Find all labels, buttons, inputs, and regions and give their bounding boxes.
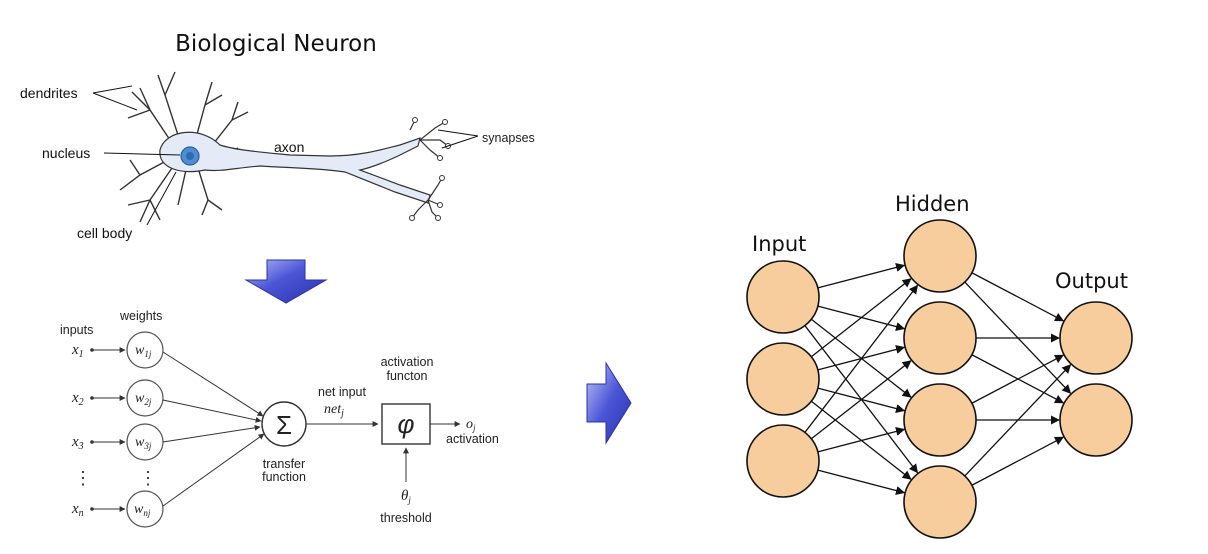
hidden-node-1 bbox=[903, 219, 977, 293]
label-threshold: threshold bbox=[380, 511, 431, 525]
label-inputs: inputs bbox=[60, 323, 93, 337]
right-arrow bbox=[586, 361, 632, 445]
perceptron-panel: inputs weights x1 w1j x2 w2j x3 w3j ⋮ ⋮ … bbox=[60, 309, 499, 528]
weight-node-n bbox=[126, 490, 164, 528]
dendrites-branches bbox=[119, 71, 249, 223]
network-edges bbox=[804, 263, 1072, 495]
label-output-activation: activation bbox=[446, 432, 499, 446]
weight-w2j: w2j bbox=[135, 391, 152, 407]
hidden-node-4 bbox=[903, 465, 977, 539]
label-synapses: synapses bbox=[482, 131, 535, 145]
output-node-1 bbox=[1059, 301, 1133, 375]
ellipsis-inputs: ⋮ bbox=[74, 468, 92, 488]
label-dendrites: dendrites bbox=[20, 85, 78, 101]
input-x1: x1 bbox=[71, 342, 84, 360]
weight-node-1 bbox=[126, 331, 164, 369]
label-activation-2: functon bbox=[386, 369, 427, 383]
label-input-layer: Input bbox=[752, 232, 806, 256]
network-edge bbox=[804, 284, 919, 433]
input-row-2: x2 w2j bbox=[71, 379, 164, 417]
network-edge bbox=[817, 263, 906, 289]
cell-body-shape bbox=[159, 131, 431, 204]
hidden-node-2 bbox=[903, 301, 977, 375]
network-edge bbox=[810, 360, 912, 440]
activation-box bbox=[381, 403, 431, 445]
network-edge bbox=[964, 364, 1072, 477]
input-row-n: xn wnj bbox=[71, 490, 164, 528]
network-edge bbox=[817, 427, 906, 453]
ellipsis-weights: ⋮ bbox=[139, 468, 157, 488]
network-nodes bbox=[746, 219, 1133, 539]
weight-to-sum-lines bbox=[162, 351, 265, 507]
input-row-1: x1 w1j bbox=[71, 331, 164, 369]
weight-node-2 bbox=[126, 379, 164, 417]
synapse-knobs bbox=[409, 117, 451, 221]
input-node-3 bbox=[746, 424, 820, 498]
weight-w1j: w1j bbox=[135, 343, 152, 359]
neural-network-panel: Input Hidden Output bbox=[746, 192, 1133, 539]
input-node-1 bbox=[746, 260, 820, 334]
neuron-illustration bbox=[119, 71, 451, 223]
label-nucleus: nucleus bbox=[42, 145, 90, 161]
biological-neuron-title: Biological Neuron bbox=[175, 31, 377, 57]
network-edge bbox=[971, 272, 1065, 322]
input-x3: x3 bbox=[71, 434, 84, 452]
neuron-pointer-lines bbox=[92, 85, 479, 226]
output-symbol: oj bbox=[466, 417, 476, 433]
network-edge bbox=[817, 469, 906, 495]
label-output-layer: Output bbox=[1055, 269, 1128, 293]
label-hidden-layer: Hidden bbox=[895, 192, 970, 216]
network-edge bbox=[971, 436, 1065, 486]
label-cell-body: cell body bbox=[77, 225, 132, 241]
label-transfer: transfer bbox=[263, 457, 305, 471]
output-node-2 bbox=[1059, 383, 1133, 457]
input-xn: xn bbox=[71, 501, 84, 519]
threshold-symbol: θj bbox=[401, 488, 411, 505]
phi-symbol: φ bbox=[398, 409, 415, 439]
label-activation-1: activation bbox=[381, 355, 434, 369]
network-edge bbox=[810, 278, 912, 358]
biological-neuron-panel: Biological Neuron bbox=[20, 31, 535, 241]
label-axon: axon bbox=[274, 139, 304, 155]
weight-w3j: w3j bbox=[135, 435, 152, 451]
input-row-3: x3 w3j bbox=[71, 423, 164, 461]
weight-wnj: wnj bbox=[134, 502, 151, 518]
input-node-2 bbox=[746, 342, 820, 416]
down-arrow bbox=[244, 259, 328, 304]
net-symbol: netj bbox=[324, 402, 344, 419]
hidden-node-3 bbox=[903, 383, 977, 457]
label-function: function bbox=[262, 470, 306, 484]
network-edge bbox=[971, 354, 1065, 404]
input-x2: x2 bbox=[71, 390, 84, 408]
label-weights: weights bbox=[119, 309, 162, 323]
sum-symbol: Σ bbox=[276, 410, 292, 440]
nucleolus-shape bbox=[186, 152, 194, 160]
label-net-input: net input bbox=[318, 385, 366, 399]
